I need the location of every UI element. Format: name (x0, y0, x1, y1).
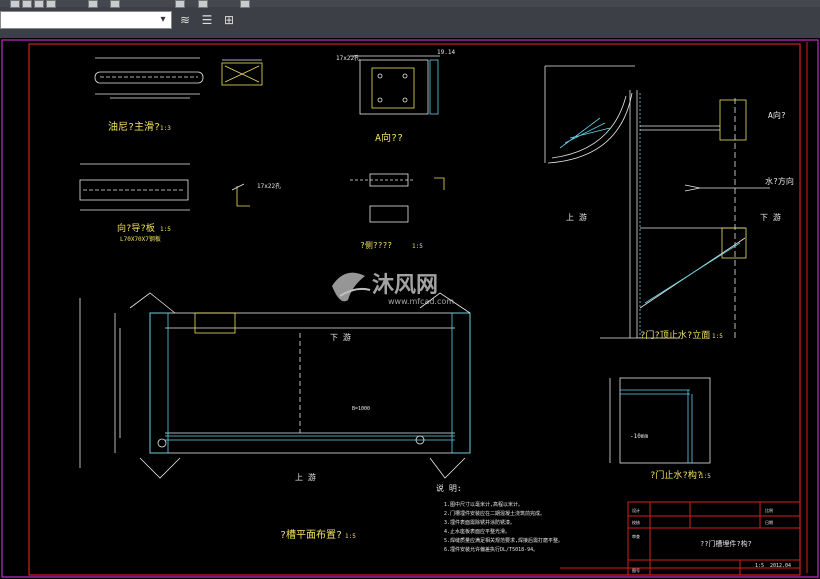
gate-slot-plan (79, 292, 471, 479)
stop-detail-title: ?门止水?构? (650, 469, 702, 481)
print-icon[interactable] (34, 0, 44, 8)
note-line: 1.图中尺寸以毫米计,高程以米计。 (444, 501, 523, 508)
note-line: 3.埋件表面需除锈并涂防锈漆。 (444, 519, 515, 526)
cad-drawing: 油尼?主滑? 1:3 17x22孔 向?导?板 1:5 L70X70X7钢板 1… (1, 39, 819, 578)
note-line: 4.止水座板表面应平整光滑。 (444, 528, 510, 535)
upstream-right-label: 上 游 (566, 212, 587, 222)
downstream-plan-label: 下 游 (330, 332, 351, 342)
note-line: 2.门槽埋件安装应在二期混凝土浇筑前完成。 (444, 510, 545, 517)
view-a-thick-label: 19.14 (437, 49, 455, 56)
title-block-date: 2012.04 (770, 563, 791, 569)
layer-combo[interactable]: ▾ (0, 11, 172, 29)
outer-frame (1, 39, 819, 578)
oil-slide-scale: 1:3 (160, 125, 171, 132)
paste-icon[interactable] (110, 0, 120, 8)
stop-detail-dim: -10mm (630, 433, 648, 440)
layer-props-icon[interactable]: ≋ (179, 13, 191, 27)
watermark-cn: 沐风网 (372, 273, 438, 298)
stop-elevation-title: ?门?顶止水?立面 (640, 329, 710, 341)
stop-elevation-scale: 1:5 (712, 333, 723, 340)
view-a-detail (350, 55, 440, 115)
downstream-right-label: 下 游 (760, 212, 781, 222)
guide-plate-title: 向?导?板 (117, 222, 155, 234)
pan-icon[interactable] (198, 0, 208, 8)
guide-plate-scale: 1:5 (160, 226, 171, 233)
note-line: 6.埋件安装允许偏差执行DL/T5018-94。 (444, 546, 538, 553)
plan-title: ?槽平面布置? (280, 528, 342, 541)
guide-dim-label: 17x22孔 (257, 182, 281, 190)
tb-field: 日期 (765, 519, 773, 525)
view-a-bolt-label: 17x22孔 (336, 54, 360, 62)
title-block-name: ??门槽埋件?构? (700, 539, 752, 548)
notes-list: 1.图中尺寸以毫米计,高程以米计。 2.门槽埋件安装应在二期混凝土浇筑前完成。 … (444, 501, 563, 553)
zoom-icon[interactable] (175, 0, 185, 8)
plan-dim-label: B=1000 (352, 406, 370, 412)
tb-field: 审查 (632, 533, 640, 539)
layer-match-icon[interactable]: ☰ (201, 13, 213, 27)
tb-field: 校核 (632, 519, 640, 525)
oil-slide-detail (94, 57, 263, 99)
side-bolt-detail (350, 173, 445, 223)
side-bolt-scale: 1:5 (412, 243, 423, 250)
copy-icon[interactable] (88, 0, 98, 8)
drawing-canvas[interactable]: 油尼?主滑? 1:3 17x22孔 向?导?板 1:5 L70X70X7钢板 1… (0, 38, 820, 579)
oil-slide-title: 油尼?主滑? (108, 120, 160, 133)
side-bolt-title: ?侧???? (360, 240, 392, 250)
title-block-scale: 1:5 (755, 563, 764, 569)
guide-plate-detail (79, 163, 250, 211)
cad-toolbar: ▾ ≋ ☰ ⊞ (0, 0, 820, 39)
tb-field: 比例 (765, 507, 773, 513)
watermark-en: www.mfcad.com (388, 297, 454, 306)
save-icon[interactable] (10, 0, 20, 8)
notes-title: 说 明: (436, 483, 462, 493)
chevron-down-icon[interactable]: ▾ (160, 14, 166, 25)
tb-field: 图号 (632, 567, 640, 573)
view-a-title: A向?? (375, 131, 403, 144)
watermark-logo: 沐风网 www.mfcad.com (332, 272, 454, 306)
guide-plate-spec: L70X70X7钢板 (120, 235, 161, 243)
title-block (560, 501, 801, 576)
water-direction-label: 水?方向 (765, 176, 794, 186)
stop-elevation-detail (544, 65, 770, 339)
stop-detail (609, 377, 711, 464)
arrow-a-label: A向? (768, 110, 786, 120)
upstream-plan-label: 上 游 (295, 472, 316, 482)
properties-icon[interactable] (240, 0, 250, 8)
undo-icon[interactable] (46, 0, 56, 8)
plan-scale: 1:5 (345, 533, 356, 540)
inner-frame (28, 43, 801, 576)
note-line: 5.焊缝质量应满足相关规范要求,焊接后需打磨平整。 (444, 537, 563, 544)
tb-field: 设计 (632, 507, 640, 513)
ribbon-strip (0, 0, 820, 8)
open-icon[interactable] (22, 0, 32, 8)
stop-detail-scale: 1:5 (700, 473, 711, 480)
layer-prev-icon[interactable]: ⊞ (223, 13, 235, 27)
